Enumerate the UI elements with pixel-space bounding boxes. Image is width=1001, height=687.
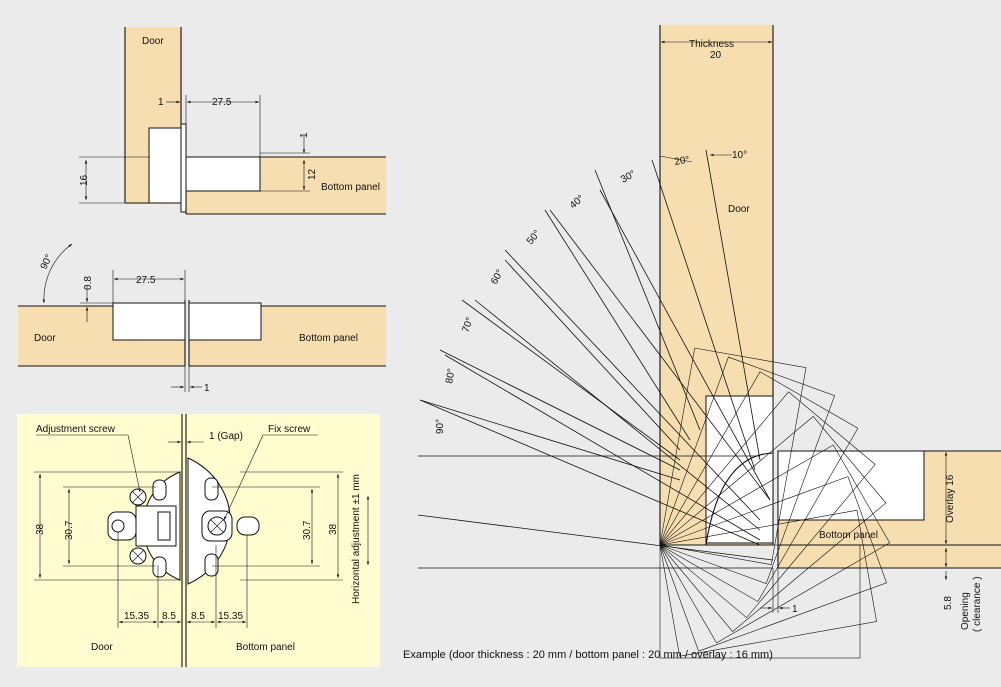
diagram-a-section: Door Bottom panel 1 27.5 1 16 12 — [79, 27, 386, 215]
thickness-label: Thickness — [689, 39, 734, 50]
clearance-label: ( clearance ) — [972, 576, 983, 632]
door-label-b: Door — [34, 333, 56, 344]
dim-307-right-label: 30.7 — [302, 520, 313, 540]
dim-38-left-label: 38 — [35, 523, 46, 535]
diagram-b-section: 90° 0.8 27.5 Door Bottom panel 1 — [18, 243, 386, 394]
angle-90-label-d: 90° — [435, 419, 446, 434]
door-label-c: Door — [91, 642, 113, 653]
overlay-label: Overlay 16 — [945, 474, 956, 523]
dim-gap-label: 1 — [158, 97, 164, 108]
diagram-c-plan-view: Adjustment screw 1 (Gap) Fix screw Horiz… — [17, 414, 380, 667]
bottom-panel-label-c: Bottom panel — [236, 642, 295, 653]
horizontal-adjustment-label: Horizontal adjustment ±1 mm — [351, 474, 362, 604]
dim-1535-right-label: 15.35 — [218, 611, 243, 622]
door-label-d: Door — [728, 204, 750, 215]
dim-307-left-label: 30.7 — [64, 520, 75, 540]
bottom-panel-label-b: Bottom panel — [299, 333, 358, 344]
gap-label: 1 (Gap) — [209, 431, 243, 442]
dim-85-left-label: 8.5 — [162, 611, 176, 622]
fix-screw-label: Fix screw — [268, 424, 311, 435]
angle-60-label: 60° — [489, 268, 506, 287]
dim-85-right-label: 8.5 — [191, 611, 205, 622]
example-caption: Example (door thickness : 20 mm / bottom… — [403, 649, 773, 661]
dim-gap-label-b: 1 — [204, 383, 210, 394]
angle-70-label: 70° — [460, 316, 476, 334]
door-label: Door — [142, 36, 164, 47]
dim-38-right-label: 38 — [328, 523, 339, 535]
angle-50-label: 50° — [525, 228, 543, 247]
angle-10-label: 10° — [732, 150, 747, 161]
angle-20-label: 20° — [674, 154, 691, 167]
dim-cup-label: 27.5 — [212, 97, 232, 108]
opening-angle-rays — [417, 149, 774, 569]
dim-cup-label-b: 27.5 — [136, 275, 156, 286]
angle-90-label: 90° — [39, 253, 55, 271]
angle-80-label: 80° — [444, 368, 457, 385]
thickness-value: 20 — [710, 50, 722, 61]
angle-30-label: 30° — [619, 169, 638, 186]
door-sweep-outlines — [659, 347, 891, 659]
angle-40-label: 40° — [568, 193, 587, 211]
dim-top-label: 1 — [299, 132, 310, 138]
dim-08-label: 0.8 — [83, 276, 94, 290]
bottom-panel-label-d: Bottom panel — [819, 530, 878, 541]
dim-16-label: 16 — [79, 174, 90, 186]
dim-gap-label-d: 1 — [792, 604, 798, 615]
dim-12-label: 12 — [307, 168, 318, 180]
dim-1535-left-label: 15.35 — [124, 611, 149, 622]
bottom-panel-label: Bottom panel — [321, 182, 380, 193]
opening-value-label: 5.8 — [943, 596, 954, 610]
opening-label: Opening — [960, 592, 971, 630]
diagram-d-opening-angles: Thickness 20 Door Bottom panel Overlay 1… — [417, 25, 1001, 659]
adjustment-screw-label: Adjustment screw — [36, 424, 116, 435]
